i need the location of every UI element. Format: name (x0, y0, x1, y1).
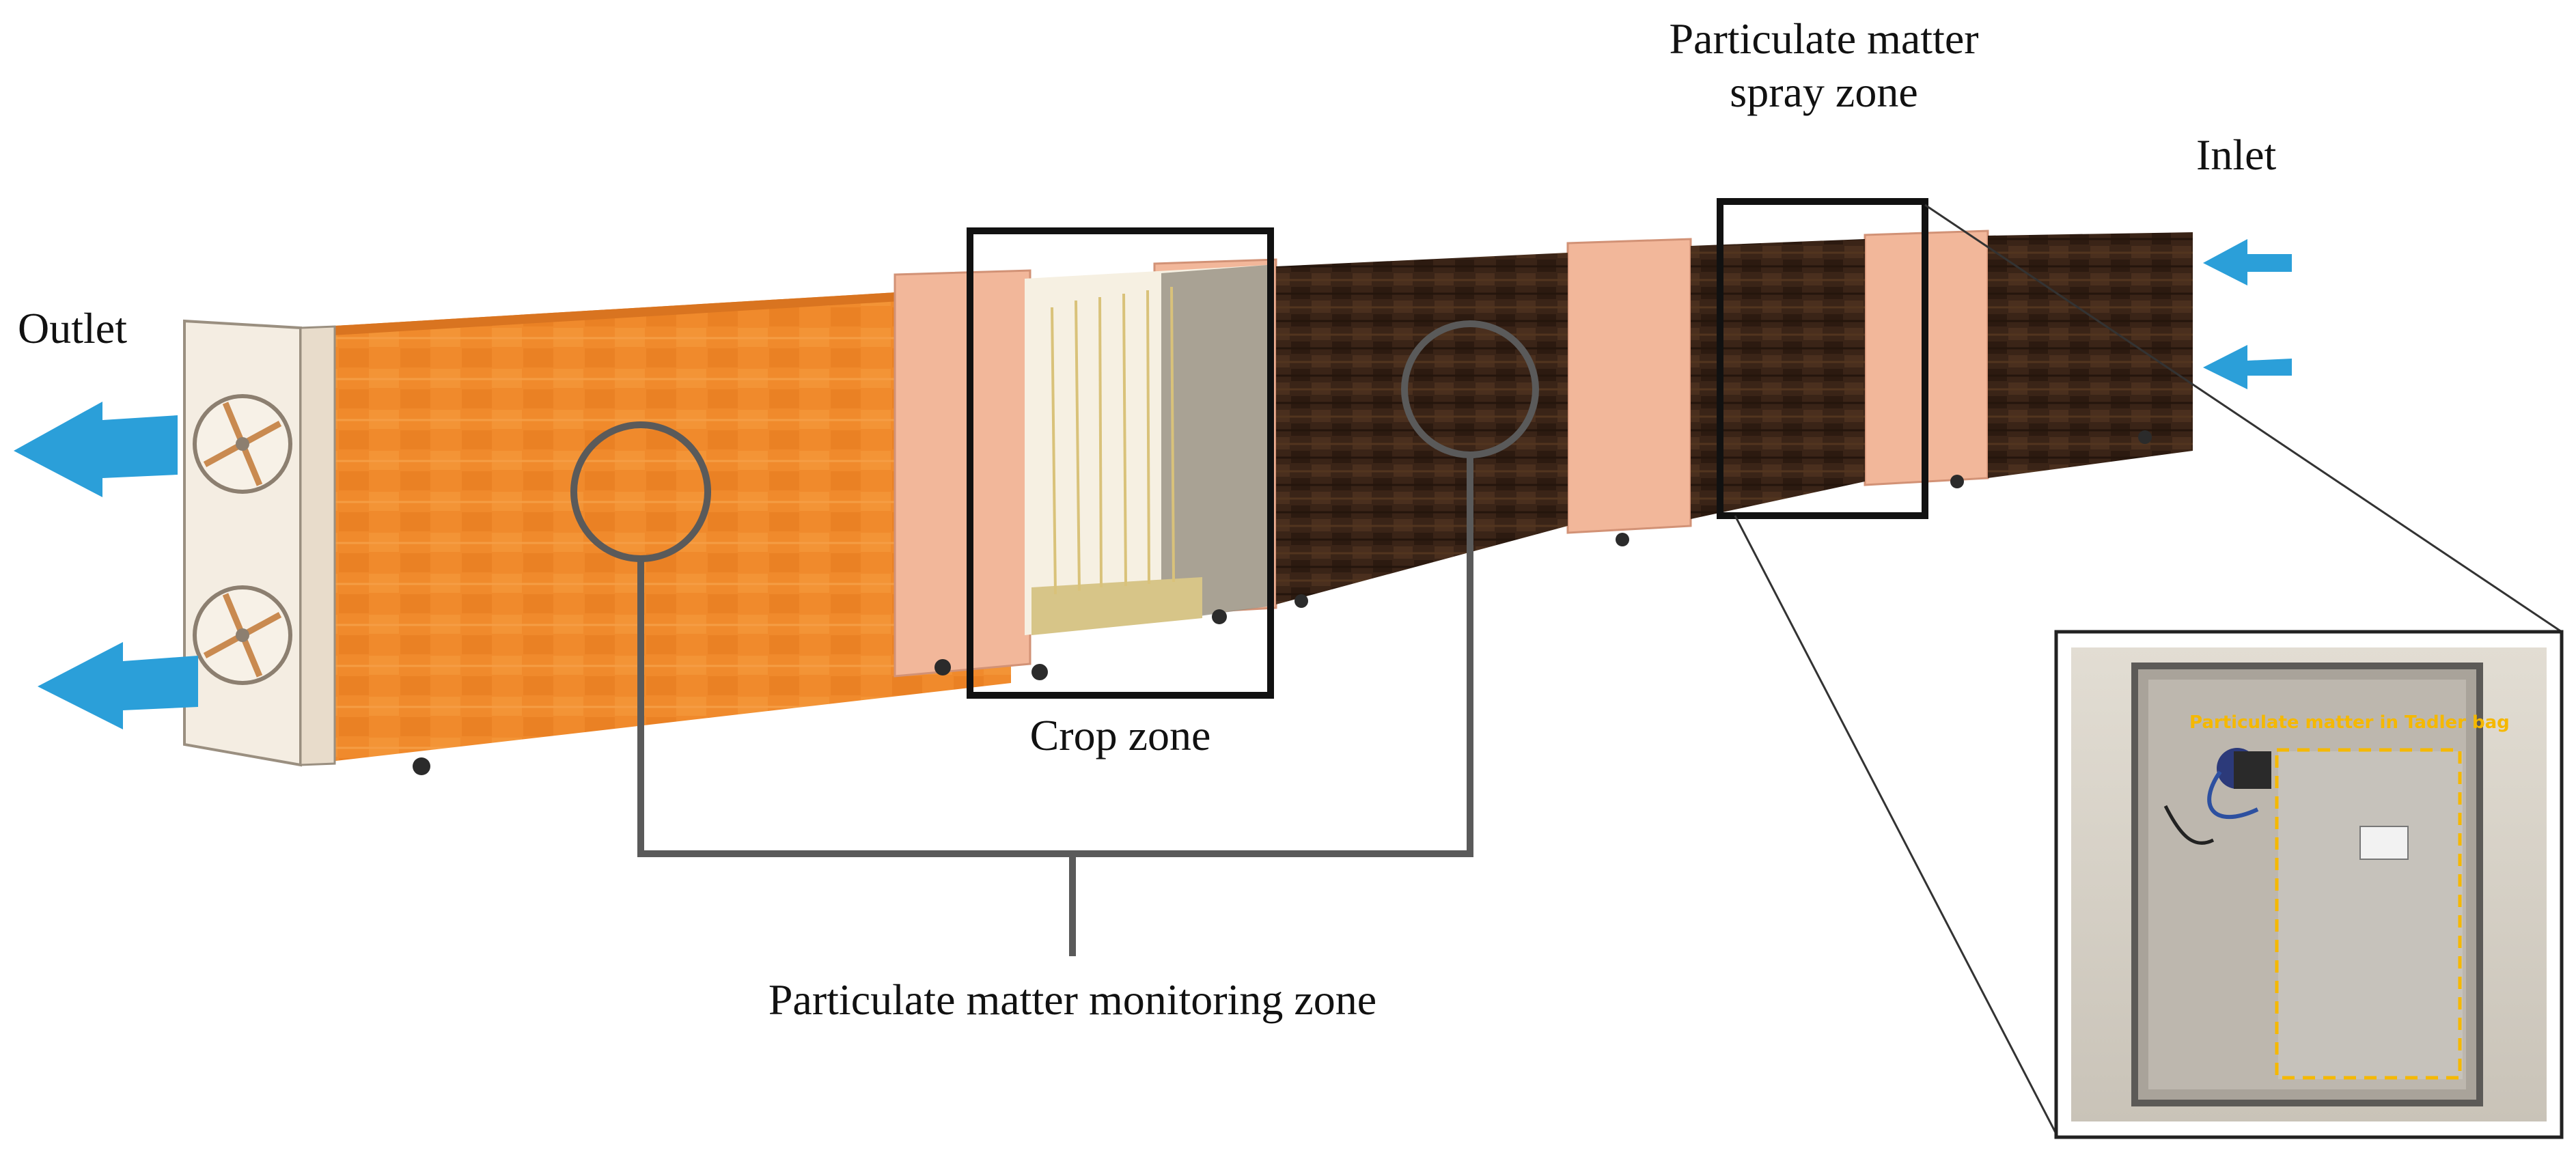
spray-zone-label-line-1: Particulate matter (1669, 14, 1979, 63)
fan-icon (193, 585, 292, 685)
caster-wheel-icon (413, 430, 2152, 775)
monitoring-zone-callout (570, 320, 1539, 956)
photo-label: Particulate matter in Tadler bag (2189, 712, 2510, 733)
tadler-bag-photo (2054, 630, 2564, 1139)
fan-icon (193, 394, 292, 494)
flow-arrow-icon (14, 239, 2292, 729)
spray-zone-label-line-2: spray zone (1730, 68, 1918, 116)
exhaust-fan-unit (183, 319, 336, 767)
crop-zone-chamber (1025, 265, 1267, 635)
spray-zone-label: Particulate matter spray zone (1592, 12, 2056, 119)
outlet-label: Outlet (18, 304, 127, 352)
crop-zone-label: Crop zone (1029, 711, 1211, 759)
photo-leader-lines (1734, 204, 2562, 1134)
inlet-label: Inlet (2196, 130, 2277, 179)
crop-zone-box (967, 227, 1274, 699)
monitoring-zone-label: Particulate matter monitoring zone (768, 975, 1377, 1024)
dark-duct-sections (1276, 232, 2193, 604)
spray-zone-box (1717, 198, 1928, 519)
